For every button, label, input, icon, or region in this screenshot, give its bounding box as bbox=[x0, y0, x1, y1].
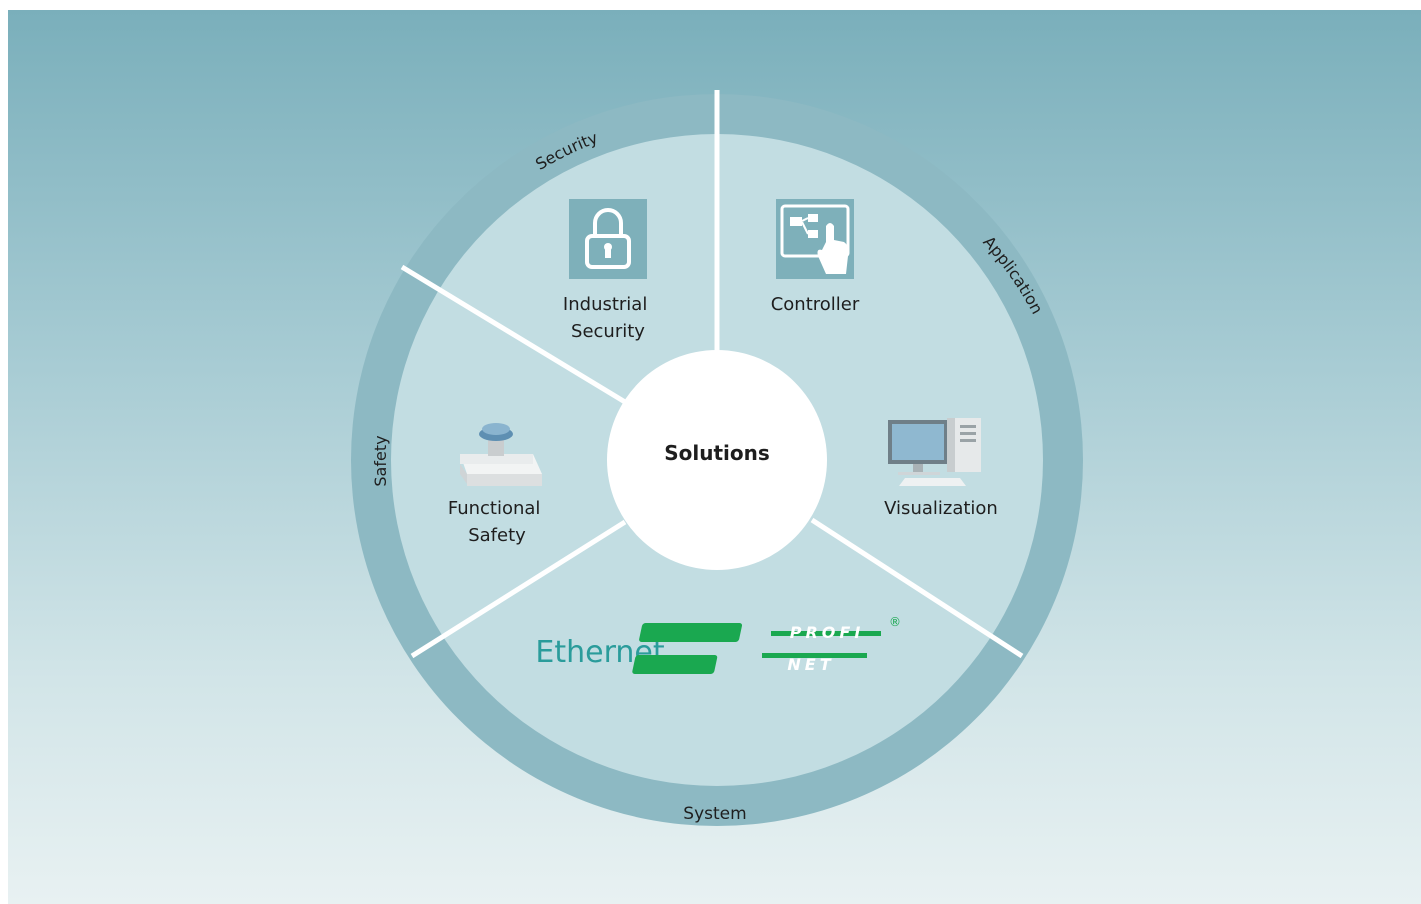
industrial-security-line1: Industrial bbox=[563, 294, 647, 315]
profinet-top-text: PROFI bbox=[790, 623, 865, 642]
center-circle bbox=[607, 350, 827, 570]
divider-upper-left bbox=[400, 264, 627, 405]
ring-label-safety: Safety bbox=[371, 435, 390, 486]
visualization-label: Visualization bbox=[884, 498, 998, 519]
touch-panel-icon bbox=[776, 199, 854, 279]
desktop-computer-icon bbox=[888, 418, 981, 486]
segment-dividers bbox=[400, 90, 1024, 659]
functional-safety-line1: Functional bbox=[448, 498, 541, 519]
functional-safety-label: Functional Safety bbox=[448, 498, 546, 546]
emergency-stop-button-icon bbox=[460, 423, 542, 486]
divider-lower-right bbox=[810, 517, 1024, 659]
center-label: Solutions bbox=[664, 441, 770, 465]
padlock-icon bbox=[569, 199, 647, 279]
registered-mark: ® bbox=[889, 615, 901, 629]
profinet-top-block bbox=[639, 623, 743, 642]
controller-label: Controller bbox=[771, 294, 860, 315]
profinet-logo: PROFI NET ® bbox=[632, 615, 901, 674]
divider-lower-left bbox=[410, 519, 627, 659]
industrial-security-line2: Security bbox=[571, 321, 645, 342]
functional-safety-line2: Safety bbox=[468, 525, 526, 546]
profinet-bottom-block bbox=[632, 655, 718, 674]
industrial-security-label: Industrial Security bbox=[563, 294, 653, 342]
ring-label-system: System bbox=[683, 804, 746, 824]
profinet-bottom-text: NET bbox=[787, 655, 834, 674]
